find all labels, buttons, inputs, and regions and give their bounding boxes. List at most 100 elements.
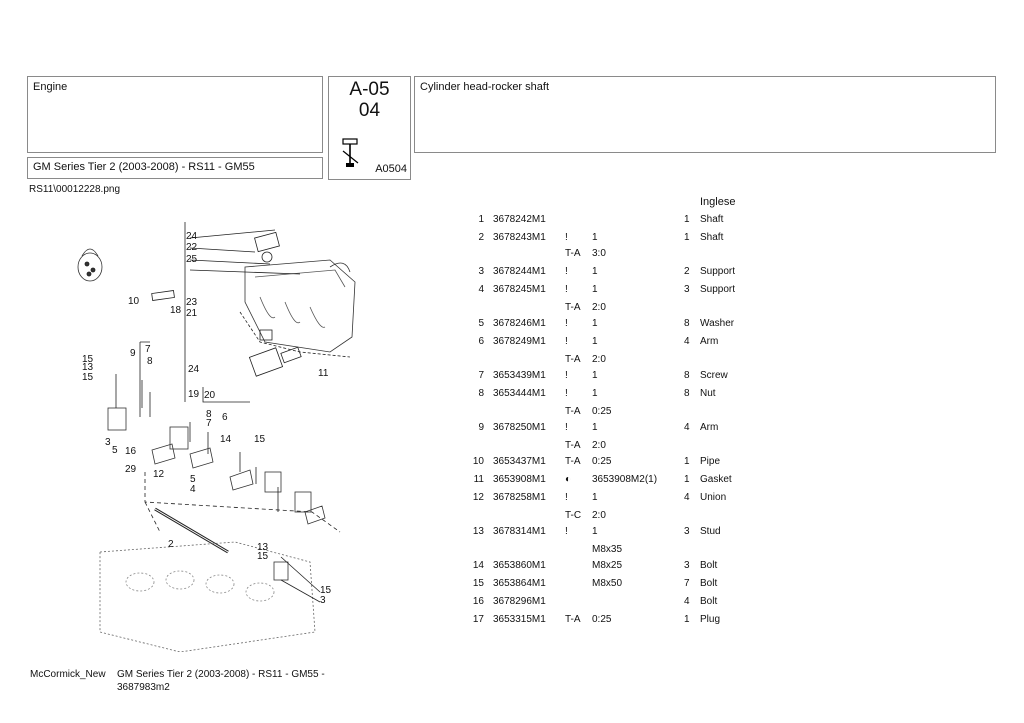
series-box: GM Series Tier 2 (2003-2008) - RS11 - GM… [27,157,323,179]
part-description: Bolt [700,596,718,607]
diagram-callout: 3 [105,437,111,448]
part-ref-number: 4 [478,284,484,295]
diagram-callout: 18 [170,305,182,316]
part-note: 1 [592,284,598,295]
part-quantity: 3 [684,526,690,537]
part-number: 3653860M1 [493,560,546,571]
part-quantity: 8 [684,370,690,381]
part-number: 3653908M1 [493,474,546,485]
part-ref-number: 6 [478,336,484,347]
part-number: 3653437M1 [493,456,546,467]
part-flag: ! [565,422,568,433]
page-title: Cylinder head-rocker shaft [420,81,550,93]
part-flag: ! [565,388,568,399]
diagram-callout: 15 [82,372,94,383]
part-description: Arm [700,422,719,433]
part-quantity: 4 [684,492,690,503]
part-quantity: 2 [684,266,690,277]
part-ref-number: 13 [472,526,484,537]
part-number: 3678242M1 [493,214,546,225]
part-quantity: 1 [684,474,690,485]
diagram-callout: 5 [112,445,118,456]
part-ref-number: 2 [478,232,484,243]
page-code-1: A-05 [349,79,390,100]
part-note: 2:0 [592,440,606,451]
part-flag: T-A [565,440,581,451]
part-note: 0:25 [592,456,612,467]
part-number: 3678246M1 [493,318,546,329]
diagram-callout: 15 [257,551,269,562]
exploded-diagram: 2422251728262710231821978151315112419208… [77,222,356,652]
part-number: 3678296M1 [493,596,546,607]
page-code-2: 04 [358,100,381,121]
part-description: Shaft [700,232,724,243]
part-ref-number: 16 [472,596,484,607]
part-number: 3653864M1 [493,578,546,589]
part-note: 2:0 [592,354,606,365]
part-ref-number: 3 [478,266,484,277]
part-quantity: 8 [684,318,690,329]
part-number: 3678314M1 [493,526,546,537]
part-ref-number: 9 [478,422,484,433]
part-quantity: 4 [684,596,690,607]
part-description: Gasket [700,474,732,485]
diagram-callout: 20 [204,390,216,401]
part-number: 3678250M1 [493,422,546,433]
part-ref-number: 17 [472,614,484,625]
part-quantity: 3 [684,284,690,295]
part-quantity: 4 [684,422,690,433]
part-ref-number: 11 [473,474,484,485]
part-description: Pipe [700,456,721,467]
part-description: Screw [700,370,728,381]
part-flag: ◐ [565,474,572,485]
part-ref-number: 8 [478,388,484,399]
part-description: Plug [700,614,721,625]
diagram-callout: 16 [125,446,137,457]
part-quantity: 3 [684,560,690,571]
part-number: 3653444M1 [493,388,546,399]
part-flag: ! [565,526,568,537]
diagram-callout: 6 [222,412,228,423]
diagram-callout: 24 [186,231,198,242]
part-note: M8x25 [592,560,623,571]
oil-can-icon [77,248,103,282]
part-note: 1 [592,388,598,399]
part-description: Union [700,492,727,503]
part-note: 3653908M2(1) [592,474,658,485]
diagram-callout: 8 [147,356,153,367]
diagram-callout: 24 [188,364,200,375]
part-ref-number: 5 [478,318,484,329]
part-flag: ! [565,370,568,381]
part-ref-number: 12 [472,492,484,503]
part-ref-number: 7 [478,370,484,381]
diagram-callout: 5 [190,474,196,485]
part-quantity: 1 [684,456,690,467]
part-flag: ! [565,336,568,347]
page-ref: A0504 [375,163,407,175]
part-note: 1 [592,318,598,329]
part-flag: T-A [565,302,581,313]
diagram-callout: 12 [153,469,165,480]
part-ref-number: 1 [478,214,484,225]
part-note: 1 [592,232,598,243]
part-flag: ! [565,284,568,295]
image-filename: RS11\00012228.png [29,184,121,195]
part-description: Support [700,266,736,277]
language-label: Inglese [700,196,736,208]
part-description: Bolt [700,578,718,589]
part-description: Shaft [700,214,724,225]
part-flag: T-C [565,510,582,521]
footer-brand: McCormick_New [30,669,106,680]
diagram-callout: 29 [125,464,137,475]
part-flag: ! [565,492,568,503]
part-number: 3678244M1 [493,266,546,277]
footer-series: GM Series Tier 2 (2003-2008) - RS11 - GM… [117,668,337,694]
diagram-callout: 7 [145,344,151,355]
diagram-callout: 13 [82,362,94,373]
part-flag: T-A [565,248,581,259]
part-ref-number: 14 [472,560,484,571]
diagram-callout: 15 [320,585,332,596]
diagram-callout: 15 [82,354,94,365]
part-ref-number: 15 [472,578,484,589]
part-quantity: 1 [684,614,690,625]
